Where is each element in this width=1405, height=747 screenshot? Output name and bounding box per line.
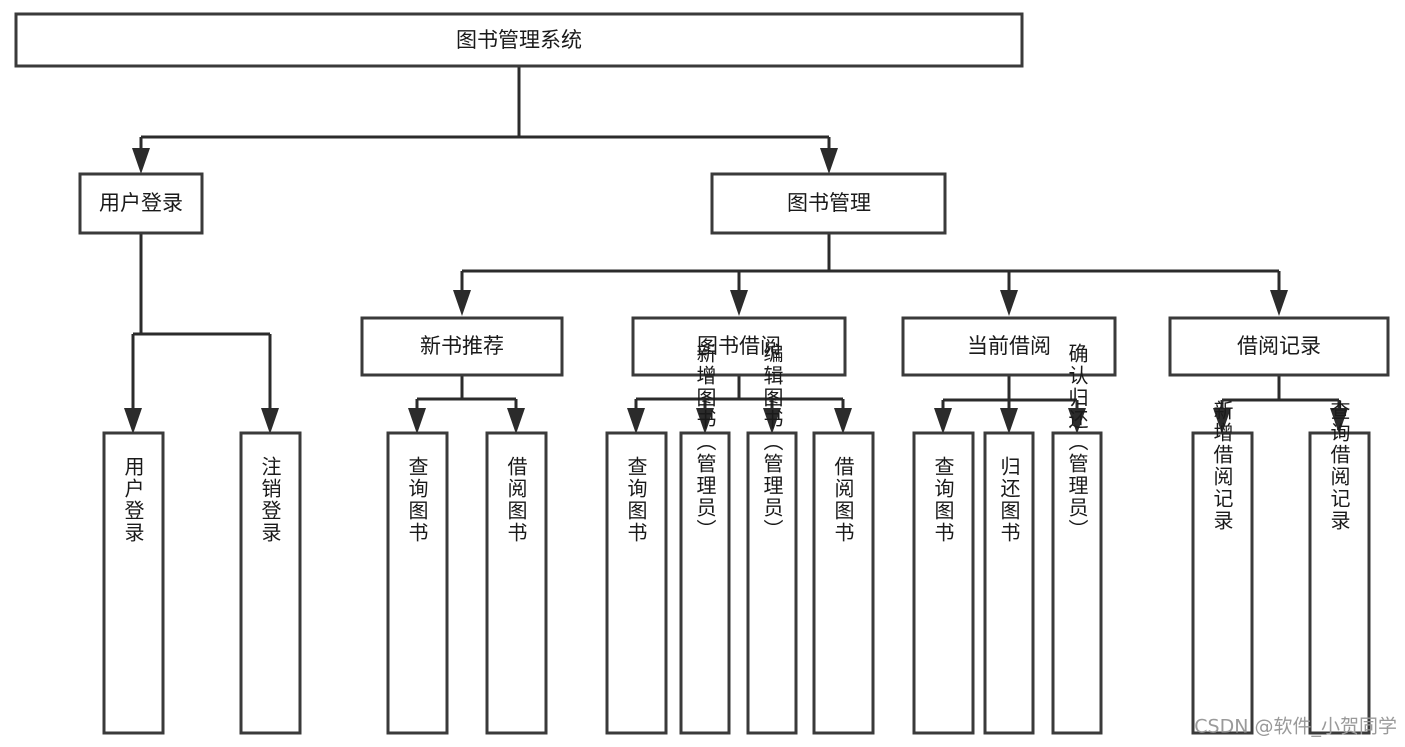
node-book-management-box[interactable] [710, 172, 947, 235]
node-borrow-record[interactable]: 借阅记录 [1168, 316, 1390, 377]
leaf-current-confirm-return-box[interactable] [1051, 431, 1103, 735]
node-current-borrow-label: 当前借阅 [967, 334, 1051, 358]
leaf-new-book-query-label: 查询图书 [405, 456, 429, 544]
node-current-borrow-box[interactable] [901, 316, 1117, 377]
leaf-borrow-borrow-book-box[interactable] [812, 431, 875, 735]
arrow-current-leaf-2 [1000, 408, 1018, 434]
leaf-record-add-record[interactable]: 新增借阅记录 [1191, 400, 1254, 735]
leaf-current-confirm-return[interactable]: 确认归还（管理员） [1051, 343, 1103, 735]
leaf-new-book-query[interactable]: 查询图书 [386, 431, 449, 735]
arrow-newbook-leaf-1 [408, 408, 426, 434]
leaf-current-return-book[interactable]: 归还图书 [983, 431, 1035, 735]
leaf-current-query-book[interactable]: 查询图书 [912, 431, 975, 735]
leaf-user-login-login-label: 用户登录 [121, 456, 145, 544]
leaf-record-query-record-label: 查询借阅记录 [1327, 400, 1351, 532]
node-new-book-recommend-box[interactable] [360, 316, 564, 377]
watermark-label: CSDN @软件_小贺同学 [1194, 716, 1397, 738]
leaf-current-confirm-return-label: 确认归还（管理员） [1065, 343, 1089, 541]
leaf-borrow-add-book[interactable]: 新增图书（管理员） [679, 343, 731, 735]
arrow-borrow-leaf-4 [834, 408, 852, 434]
node-root-system[interactable]: 图书管理系统 [14, 12, 1024, 68]
leaf-current-return-book-label: 归还图书 [997, 456, 1021, 544]
arrow-userlogin-leaf-1 [124, 408, 142, 434]
leaf-borrow-edit-book-box[interactable] [746, 431, 798, 735]
node-current-borrow[interactable]: 当前借阅 [901, 316, 1117, 377]
node-book-borrow[interactable]: 图书借阅 [631, 316, 847, 377]
leaf-current-query-book-box[interactable] [912, 431, 975, 735]
node-user-login-box[interactable] [78, 172, 204, 235]
node-borrow-record-label: 借阅记录 [1237, 334, 1321, 358]
arrow-root-to-user-login [132, 148, 150, 174]
leaf-user-login-login-box[interactable] [102, 431, 165, 735]
leaf-borrow-query-book[interactable]: 查询图书 [605, 431, 668, 735]
leaf-new-book-query-box[interactable] [386, 431, 449, 735]
leaf-borrow-borrow-book-label: 借阅图书 [831, 456, 855, 544]
node-borrow-record-box[interactable] [1168, 316, 1390, 377]
leaf-user-login-logout[interactable]: 注销登录 [239, 431, 302, 735]
leaf-borrow-borrow-book[interactable]: 借阅图书 [812, 431, 875, 735]
arrow-current-leaf-1 [934, 408, 952, 434]
leaf-user-login-logout-label: 注销登录 [258, 456, 282, 544]
leaf-record-add-record-box[interactable] [1191, 431, 1254, 735]
arrow-bookmanage-to-new-book [453, 290, 471, 316]
leaf-borrow-query-book-label: 查询图书 [624, 456, 648, 544]
leaf-new-book-borrow[interactable]: 借阅图书 [485, 431, 548, 735]
leaf-record-query-record[interactable]: 查询借阅记录 [1308, 400, 1371, 735]
node-new-book-recommend[interactable]: 新书推荐 [360, 316, 564, 377]
node-book-borrow-box[interactable] [631, 316, 847, 377]
node-book-management[interactable]: 图书管理 [710, 172, 947, 235]
leaf-new-book-borrow-box[interactable] [485, 431, 548, 735]
node-book-borrow-label: 图书借阅 [697, 334, 781, 358]
leaf-borrow-edit-book-label: 编辑图书（管理员） [760, 343, 784, 541]
connector-layer [124, 66, 1348, 434]
leaf-record-add-record-label: 新增借阅记录 [1210, 400, 1234, 532]
leaf-borrow-edit-book[interactable]: 编辑图书（管理员） [746, 343, 798, 735]
leaf-current-query-book-label: 查询图书 [931, 456, 955, 544]
leaf-borrow-add-book-box[interactable] [679, 431, 731, 735]
node-user-login[interactable]: 用户登录 [78, 172, 204, 235]
node-new-book-recommend-label: 新书推荐 [420, 334, 504, 358]
arrow-bookmanage-to-record [1270, 290, 1288, 316]
arrow-userlogin-leaf-2 [261, 408, 279, 434]
leaf-borrow-add-book-label: 新增图书（管理员） [693, 343, 717, 541]
leaf-new-book-borrow-label: 借阅图书 [504, 456, 528, 544]
arrow-bookmanage-to-current [1000, 290, 1018, 316]
arrow-borrow-leaf-1 [627, 408, 645, 434]
leaf-user-login-logout-box[interactable] [239, 431, 302, 735]
leaf-record-query-record-box[interactable] [1308, 431, 1371, 735]
leaf-user-login-login[interactable]: 用户登录 [102, 431, 165, 735]
node-root-system-label: 图书管理系统 [456, 28, 582, 52]
node-root-system-box[interactable] [14, 12, 1024, 68]
arrow-root-to-book-manage [820, 148, 838, 174]
arrow-newbook-leaf-2 [507, 408, 525, 434]
node-book-management-label: 图书管理 [787, 191, 871, 215]
arrow-bookmanage-to-borrow [730, 290, 748, 316]
node-user-login-label: 用户登录 [99, 191, 183, 215]
leaf-current-return-book-box[interactable] [983, 431, 1035, 735]
leaf-borrow-query-book-box[interactable] [605, 431, 668, 735]
